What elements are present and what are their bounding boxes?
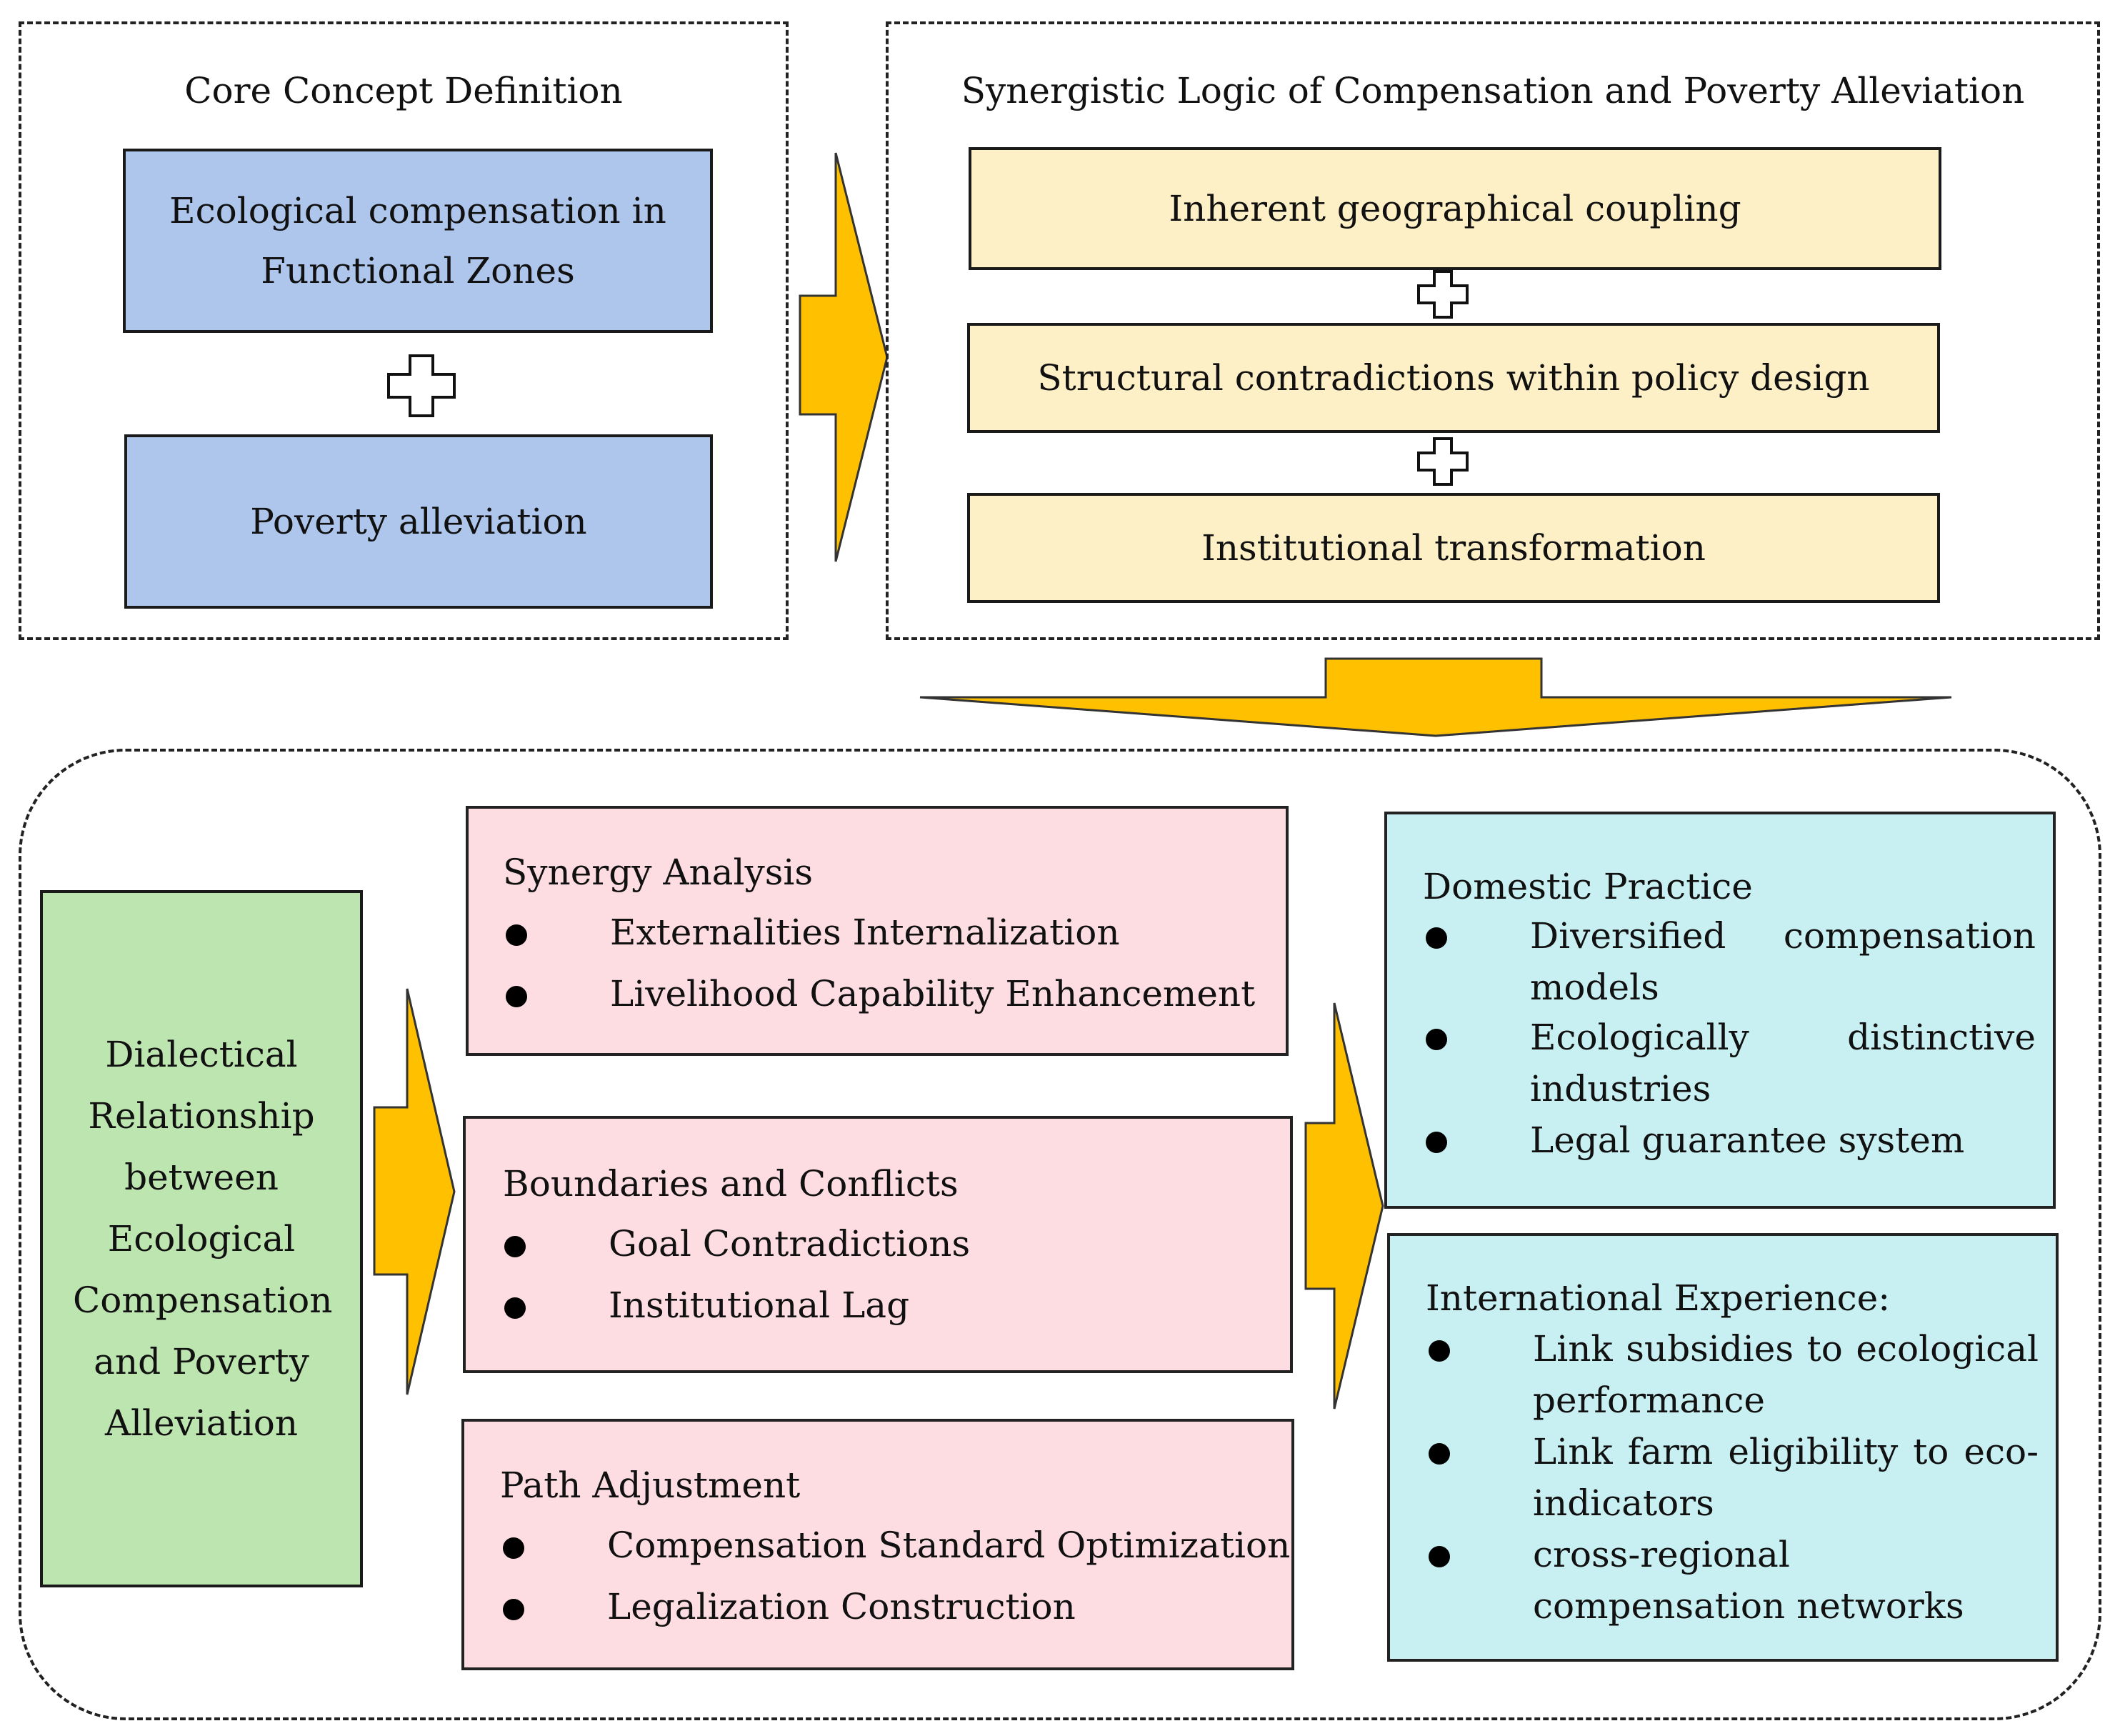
plus-icon [1417,270,1469,319]
boundaries-conflicts-panel: Boundaries and Conflicts Goal Contradict… [463,1116,1293,1373]
plus-icon [387,354,456,417]
plus-icon [1417,437,1469,486]
list-item: Institutional Lag [609,1284,910,1326]
list-item: Link subsidies to ecological performance [1533,1328,2039,1421]
bullet-icon [1429,1546,1450,1567]
right-arrow-icon [1304,1002,1384,1410]
bottom-section [19,749,2101,1720]
ecological-compensation-box: Ecological compensation in Functional Zo… [123,149,713,333]
bullet-icon [503,1599,524,1620]
boundaries-conflicts-title: Boundaries and Conflicts [503,1163,959,1204]
list-item: Legal guarantee system [1530,1119,1965,1161]
dialectical-relationship-box: Dialectical Relationship between Ecologi… [40,890,363,1587]
list-item: Link farm eligibility to eco-indicators [1533,1431,2039,1524]
bullet-icon [1426,1029,1447,1050]
structural-contradictions-label: Structural contradictions within policy … [1037,357,1870,399]
right-arrow-icon [799,152,889,562]
ecological-compensation-label: Ecological compensation in Functional Zo… [169,190,666,291]
path-adjustment-title: Path Adjustment [500,1465,801,1506]
synergistic-logic-title: Synergistic Logic of Compensation and Po… [961,70,2025,111]
list-item: Goal Contradictions [609,1223,971,1264]
core-concept-section [19,21,789,640]
bullet-icon [1429,1443,1450,1465]
down-arrow-icon [919,657,1952,737]
bullet-icon [506,986,527,1007]
bullet-icon [1426,927,1447,949]
international-experience-panel: International Experience: Link subsidies… [1387,1233,2059,1662]
bullet-icon [504,1297,526,1319]
list-item: Compensation Standard Optimization [607,1525,1291,1566]
synergy-analysis-title: Synergy Analysis [503,852,814,893]
international-experience-title: International Experience: [1426,1277,1891,1319]
domestic-practice-panel: Domestic Practice Diversified compensati… [1384,812,2056,1209]
synergistic-logic-section [886,21,2100,640]
bullet-icon [503,1537,524,1559]
poverty-alleviation-box: Poverty alleviation [124,434,713,609]
bullet-icon [506,924,527,946]
bullet-icon [1426,1132,1447,1153]
geographical-coupling-box: Inherent geographical coupling [969,147,1941,270]
institutional-transformation-label: Institutional transformation [1201,527,1706,569]
list-item: cross-regional compensation networks [1533,1534,1964,1627]
geographical-coupling-label: Inherent geographical coupling [1169,188,1741,229]
core-concept-title: Core Concept Definition [184,70,623,111]
structural-contradictions-box: Structural contradictions within policy … [967,323,1940,433]
synergy-analysis-panel: Synergy Analysis Externalities Internali… [466,806,1289,1056]
institutional-transformation-box: Institutional transformation [967,493,1940,603]
domestic-practice-title: Domestic Practice [1423,866,1753,907]
poverty-alleviation-label: Poverty alleviation [250,501,587,542]
path-adjustment-panel: Path Adjustment Compensation Standard Op… [461,1419,1294,1670]
bullet-icon [1429,1340,1450,1362]
right-arrow-icon [373,988,456,1395]
list-item: Ecologically distinctive industries [1530,1017,2036,1109]
list-item: Legalization Construction [607,1586,1076,1627]
bullet-icon [504,1236,526,1257]
list-item: Diversified compensation models [1530,915,2036,1008]
list-item: Externalities Internalization [610,912,1120,953]
list-item: Livelihood Capability Enhancement [610,973,1256,1014]
dialectical-relationship-label: Dialectical Relationship between Ecologi… [73,1034,333,1444]
